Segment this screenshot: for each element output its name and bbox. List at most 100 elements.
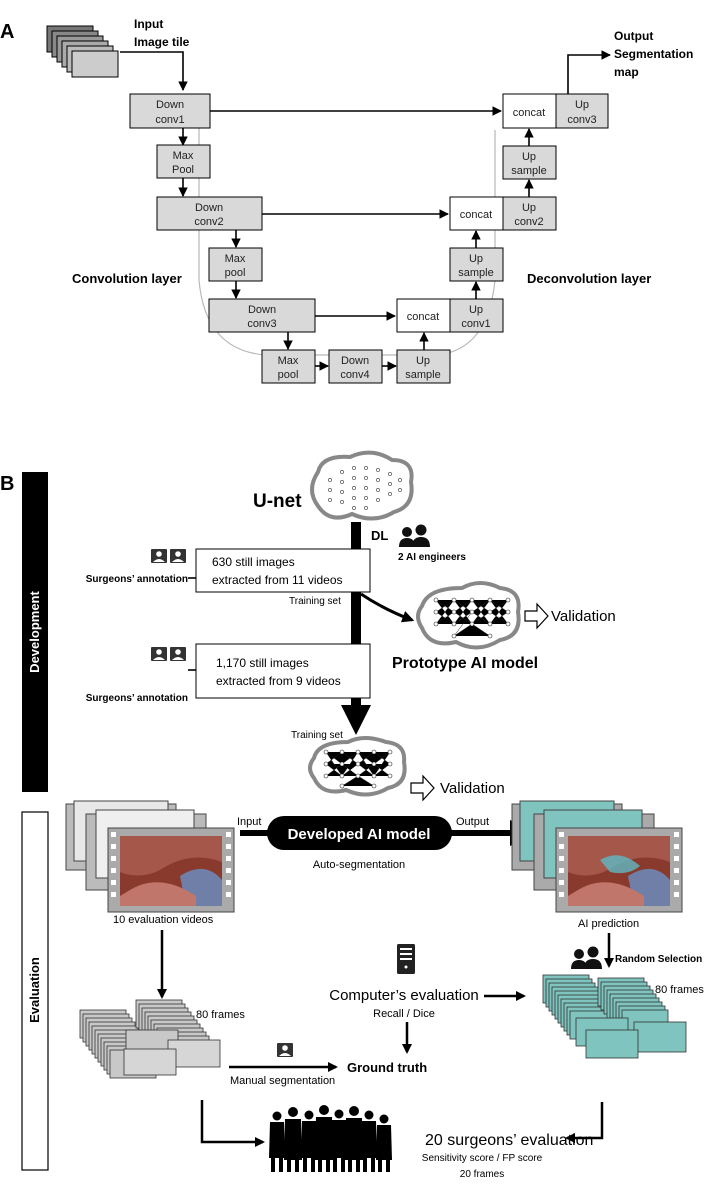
- panel-b-label: B: [0, 473, 14, 495]
- output-title-line3: map: [614, 65, 639, 79]
- twenty-frames-label: 20 frames: [460, 1169, 504, 1180]
- panel-a-label: A: [0, 21, 14, 43]
- manual-segmentation-label: Manual segmentation: [230, 1075, 335, 1087]
- random-selection-label: Random Selection: [615, 954, 702, 965]
- dataset1-line1: 630 still images: [212, 555, 295, 569]
- output-title-line1: Output: [614, 29, 653, 43]
- dataset1-box: [195, 548, 371, 593]
- max-pool3-box: Max pool: [261, 349, 316, 384]
- training-set-1: Training set: [289, 596, 341, 607]
- up-conv1-box: Up conv1: [449, 298, 504, 333]
- hollow-arrow-icon: [524, 602, 549, 630]
- ai-prediction-film-icon: [511, 800, 683, 913]
- developed-brain-network-icon: [308, 736, 407, 797]
- svg-text:sample: sample: [405, 369, 440, 381]
- svg-text:Up: Up: [522, 202, 536, 214]
- down-conv2-box: Down conv2: [156, 196, 263, 231]
- svg-text:conv3: conv3: [567, 114, 596, 126]
- prototype-model-label: Prototype AI model: [392, 655, 538, 672]
- svg-text:Down: Down: [195, 202, 223, 214]
- prototype-brain-network-icon: [416, 581, 521, 650]
- dataset2-line1: 1,170 still images: [216, 656, 309, 670]
- eval-videos-label: 10 evaluation videos: [113, 914, 214, 926]
- max-pool2-box: Max pool: [208, 247, 263, 282]
- down-conv3-box: Down conv3: [208, 298, 316, 333]
- surgeons-annotation-2: Surgeons’ annotation: [86, 693, 188, 704]
- dataset2-line2: extracted from 9 videos: [216, 674, 341, 688]
- frames-left-label: 80 frames: [196, 1009, 245, 1021]
- input-image-stack-icon: [46, 25, 119, 78]
- svg-text:conv3: conv3: [247, 318, 276, 330]
- brain-icon: [310, 450, 414, 521]
- input-title-line2: Image tile: [134, 35, 190, 49]
- validation-1: Validation: [551, 608, 616, 625]
- svg-text:conv4: conv4: [340, 369, 369, 381]
- dl-label: DL: [371, 528, 388, 543]
- input-label: Input: [237, 816, 261, 828]
- input-title-line1: Input: [134, 17, 163, 31]
- svg-text:Max: Max: [278, 355, 299, 367]
- unet-label: U-net: [253, 491, 302, 512]
- up-sample3-box: Up sample: [502, 145, 557, 180]
- svg-text:Up: Up: [416, 355, 430, 367]
- frames-right-label: 80 frames: [655, 984, 704, 996]
- down-conv4-box: Down conv4: [328, 349, 383, 384]
- trunk-arrowhead: [341, 705, 371, 735]
- auto-segmentation-label: Auto-segmentation: [313, 859, 405, 871]
- person-badge-icon: [151, 549, 186, 563]
- development-label: Development: [27, 591, 42, 673]
- two-persons-icon: [399, 524, 430, 547]
- concat3-box: concat: [502, 93, 557, 129]
- svg-text:concat: concat: [407, 311, 439, 323]
- svg-text:pool: pool: [278, 369, 299, 381]
- surgeons-annotation-1: Surgeons’ annotation: [86, 574, 188, 585]
- output-label: Output: [456, 816, 489, 828]
- frames-stack-right: [542, 974, 687, 1059]
- server-icon: [397, 944, 415, 974]
- svg-text:Down: Down: [341, 355, 369, 367]
- evaluation-bar: [21, 811, 49, 1171]
- svg-text:Up: Up: [522, 151, 536, 163]
- svg-text:Down: Down: [156, 99, 184, 111]
- svg-text:Up: Up: [469, 253, 483, 265]
- recall-dice-label: Recall / Dice: [373, 1008, 435, 1020]
- frames-stack-left: [79, 999, 221, 1079]
- training-trunk: [351, 522, 361, 705]
- ground-truth-label: Ground truth: [347, 1060, 427, 1075]
- deconvolution-layer-label: Deconvolution layer: [527, 271, 651, 286]
- evaluation-label: Evaluation: [27, 957, 42, 1023]
- two-persons-icon: [571, 946, 602, 969]
- computer-evaluation-label: Computer’s evaluation: [329, 987, 479, 1004]
- svg-text:sample: sample: [511, 165, 546, 177]
- up-conv3-box: Up conv3: [555, 93, 609, 129]
- concat2-box: concat: [449, 196, 504, 231]
- svg-text:conv1: conv1: [461, 318, 490, 330]
- developed-model-label: Developed AI model: [288, 826, 431, 843]
- sensitivity-label: Sensitivity score / FP score: [422, 1153, 543, 1164]
- to-prototype-arrow: [360, 592, 415, 623]
- crowd-icon: [269, 1105, 392, 1172]
- validation-2: Validation: [440, 780, 505, 797]
- svg-text:conv1: conv1: [155, 114, 184, 126]
- dataset1-line2: extracted from 11 videos: [212, 573, 343, 587]
- person-badge-icon: [277, 1043, 293, 1057]
- hollow-arrow-icon: [410, 774, 435, 802]
- up-sample1-box: Up sample: [396, 349, 451, 384]
- ai-prediction-label: AI prediction: [578, 918, 639, 930]
- development-bar: [22, 472, 48, 792]
- surgeons-evaluation-label: 20 surgeons’ evaluation: [425, 1132, 593, 1149]
- down-conv1-box: Down conv1: [129, 93, 211, 129]
- svg-text:concat: concat: [513, 107, 545, 119]
- output-title-line2: Segmentation: [614, 47, 693, 61]
- concat1-box: concat: [396, 298, 451, 333]
- svg-text:Max: Max: [173, 150, 194, 162]
- max-pool1-box: Max Pool: [156, 144, 211, 179]
- svg-text:conv2: conv2: [514, 216, 543, 228]
- evaluation-videos-film-icon: [65, 800, 235, 913]
- svg-text:sample: sample: [458, 267, 493, 279]
- svg-text:pool: pool: [225, 267, 246, 279]
- up-sample2-box: Up sample: [449, 247, 504, 282]
- up-conv2-box: Up conv2: [502, 196, 557, 231]
- ai-engineers-label: 2 AI engineers: [398, 552, 466, 563]
